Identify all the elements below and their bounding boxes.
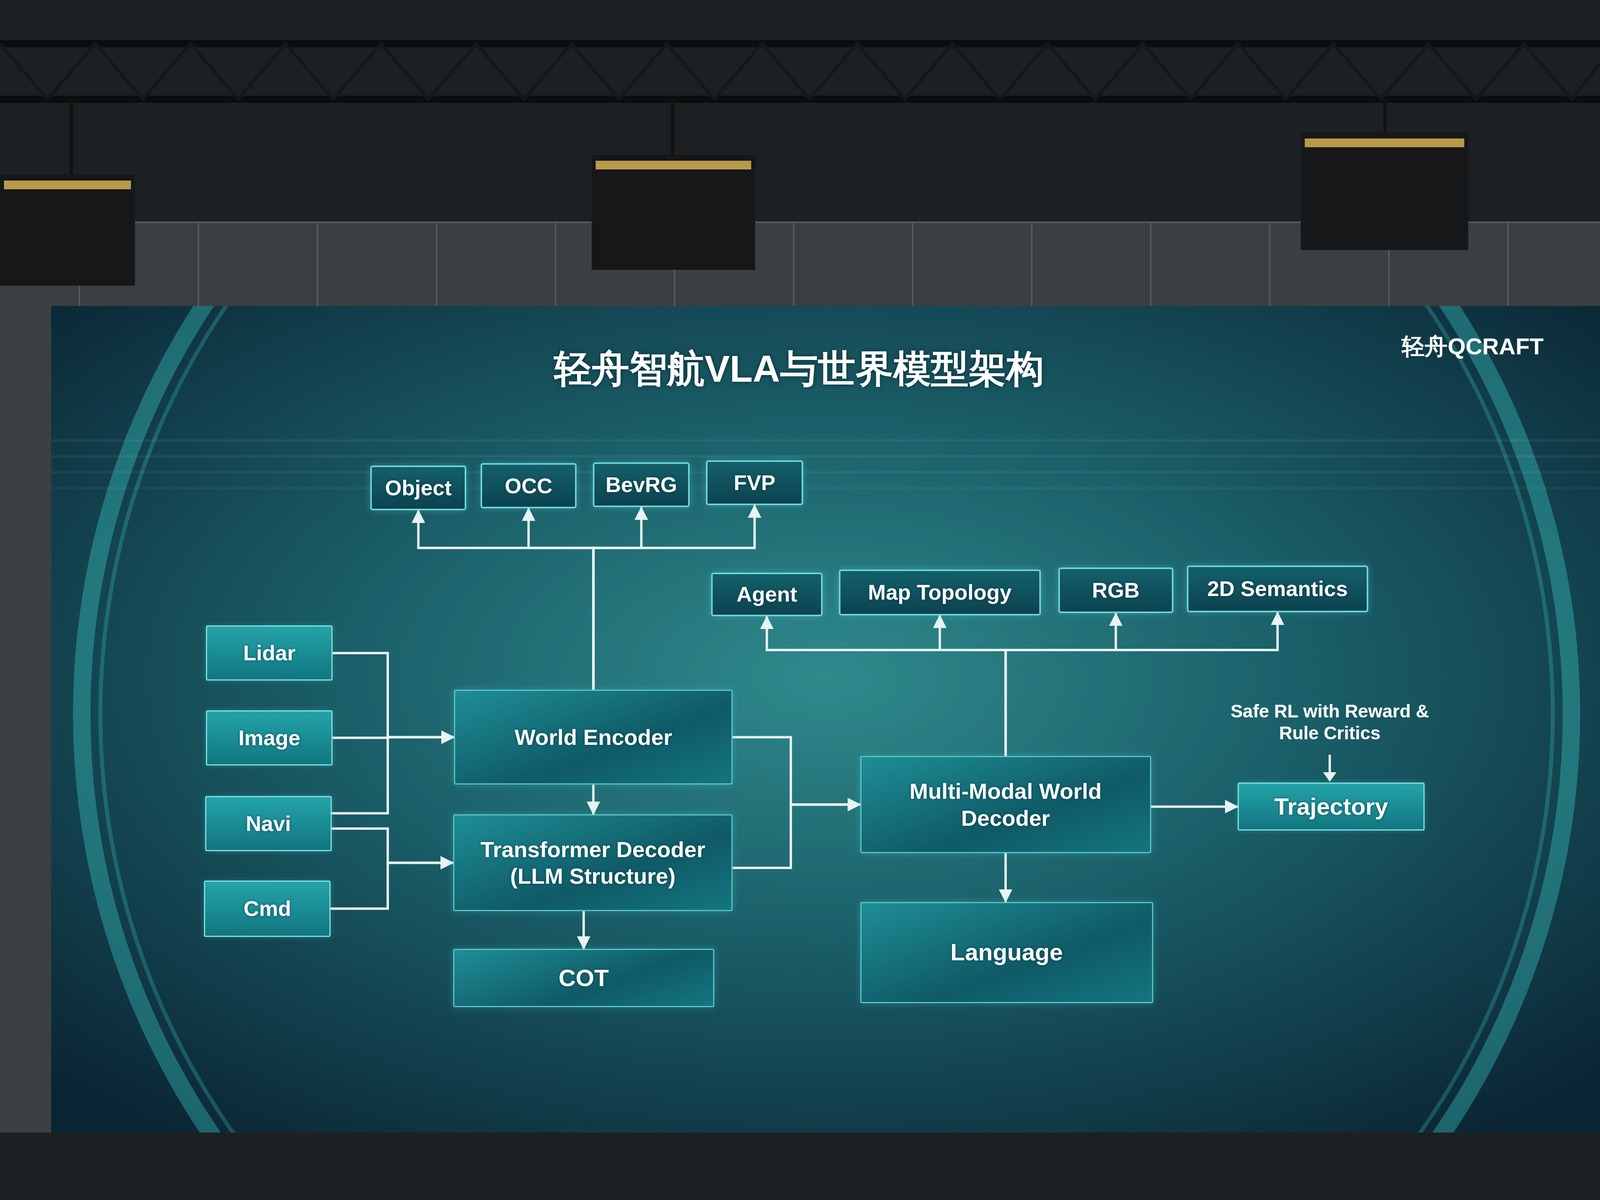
light-stripe (51, 471, 1600, 474)
light-body (0, 174, 135, 286)
input-box: Lidar (205, 625, 333, 681)
annotation-text: Safe RL with Reward & Rule Critics (1216, 700, 1443, 745)
stage-light (591, 99, 756, 270)
panel-line (911, 222, 914, 306)
flow-arrow (592, 784, 595, 815)
output-box: Agent (711, 572, 823, 617)
panel-line (1269, 222, 1271, 306)
stage-floor (0, 1132, 1600, 1200)
flow-arrow (418, 510, 594, 691)
input-box: Cmd (203, 880, 331, 937)
box-label: BevRG (605, 471, 677, 498)
flow-arrow (331, 828, 454, 863)
box-label: World Encoder (514, 723, 673, 751)
panel-line (435, 222, 438, 306)
flow-arrow (1005, 613, 1116, 756)
flow-arrow (331, 737, 455, 814)
leader-line (1328, 754, 1331, 774)
input-box: Trajectory (1237, 782, 1425, 831)
output-box: RGB (1058, 567, 1174, 614)
panel-line (197, 222, 200, 306)
panel-line (792, 222, 795, 306)
box-label: Map Topology (867, 579, 1012, 606)
input-box: Image (205, 710, 333, 766)
flow-arrow (1005, 612, 1278, 757)
slide-decoration (51, 305, 1600, 1133)
box-label: 2D Semantics (1207, 575, 1348, 602)
light-body (1300, 132, 1469, 250)
flow-arrow (528, 508, 594, 691)
output-box: Map Topology (838, 569, 1041, 616)
slide-title: 轻舟智航VLA与世界模型架构 (282, 346, 1315, 392)
glow-ring (81, 305, 1572, 1133)
output-box: BevRG (592, 462, 690, 508)
module-box: Language (860, 901, 1154, 1004)
light-trim (1304, 138, 1465, 148)
output-box: FVP (705, 460, 803, 506)
company-logo: 轻舟QCRAFT (1305, 332, 1544, 361)
light-hanger (671, 99, 675, 155)
flow-arrow (330, 862, 454, 909)
box-label: Agent (736, 581, 798, 608)
truss-bar (0, 40, 1600, 48)
box-label: Cmd (243, 895, 292, 922)
output-box: OCC (480, 463, 577, 508)
box-label: Transformer Decoder (LLM Structure) (473, 836, 712, 890)
module-box: Transformer Decoder (LLM Structure) (453, 814, 733, 912)
box-label: Lidar (243, 640, 296, 666)
flow-arrow (1004, 853, 1007, 902)
flow-arrow (766, 616, 1006, 756)
light-trim (3, 180, 131, 190)
light-body (591, 154, 756, 270)
box-label: Language (950, 938, 1063, 967)
light-hanger (1383, 99, 1387, 133)
flow-arrow (332, 653, 454, 738)
module-box: Multi-Modal World Decoder (860, 755, 1152, 853)
box-label: FVP (733, 469, 776, 496)
flow-arrow (1151, 805, 1239, 808)
panel-line (554, 222, 557, 306)
flow-arrow (732, 804, 860, 868)
slide-screen (51, 305, 1600, 1133)
box-label: Image (238, 725, 301, 751)
light-stripe (51, 486, 1600, 490)
light-stripe (51, 455, 1600, 458)
output-box: 2D Semantics (1186, 565, 1369, 613)
glow-ring (100, 305, 1553, 1133)
light-hanger (69, 99, 74, 175)
connector-group (330, 505, 1278, 950)
box-label: COT (558, 963, 610, 993)
flow-arrow (939, 615, 1006, 757)
box-label: Object (384, 475, 452, 501)
output-box: Object (370, 465, 467, 511)
flow-arrow (582, 911, 585, 949)
module-box: World Encoder (453, 689, 733, 785)
flow-arrow (732, 737, 860, 805)
box-label: RGB (1092, 577, 1140, 604)
truss-lattice (0, 43, 1600, 100)
leader-arrowhead (1323, 772, 1337, 782)
panel-line (316, 222, 319, 306)
panel-line (1030, 222, 1033, 306)
box-label: Trajectory (1274, 792, 1389, 822)
input-box: Navi (205, 796, 332, 852)
box-label: Multi-Modal World Decoder (894, 777, 1117, 831)
module-box: COT (453, 948, 715, 1008)
light-trim (595, 160, 752, 170)
panel-line (1507, 222, 1509, 306)
panel-line (1150, 222, 1152, 306)
stage-light (0, 99, 135, 286)
flow-arrow (593, 507, 642, 690)
light-stripe (51, 439, 1600, 442)
stage-light (1300, 99, 1469, 250)
box-label: OCC (504, 473, 553, 499)
box-label: Navi (245, 810, 291, 837)
